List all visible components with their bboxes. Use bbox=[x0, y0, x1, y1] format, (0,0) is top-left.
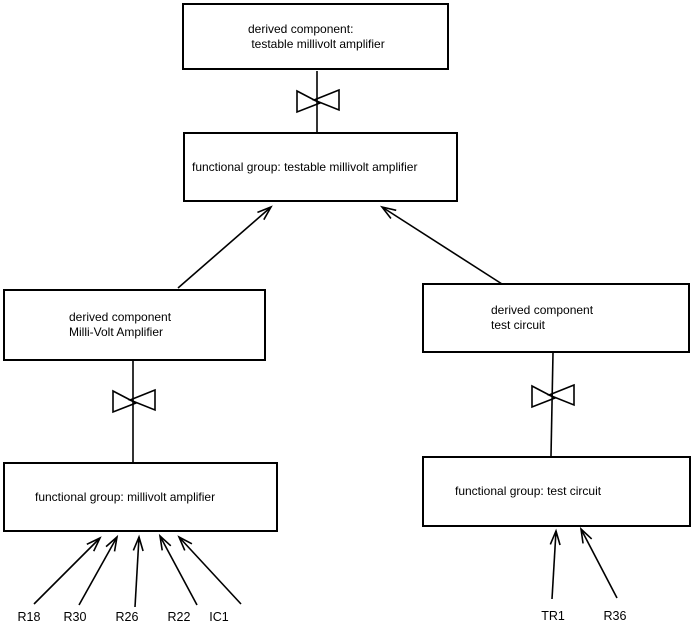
component-label-r18: R18 bbox=[17, 610, 41, 624]
arrow-r36 bbox=[579, 526, 618, 599]
box-text-line: functional group: testable millivolt amp… bbox=[192, 159, 418, 174]
box-text-line: derived component: bbox=[248, 21, 354, 36]
bowtie-icon-right bbox=[531, 383, 575, 409]
box-text-line: functional group: test circuit bbox=[455, 484, 602, 498]
component-label-r26: R26 bbox=[115, 610, 139, 624]
arrow-r22 bbox=[158, 533, 198, 606]
box-text-line: Milli-Volt Amplifier bbox=[69, 325, 164, 339]
component-label-r22: R22 bbox=[167, 610, 191, 624]
component-label-r36: R36 bbox=[603, 609, 627, 623]
arrow-tr1 bbox=[549, 528, 561, 600]
component-label-r30: R30 bbox=[63, 610, 87, 624]
box-derived-milli-volt-amplifier: derived component Milli-Volt Amplifier bbox=[3, 289, 266, 361]
connector-right-derived-to-right-functional bbox=[550, 352, 554, 457]
bowtie-icon-left bbox=[112, 388, 156, 414]
arrow-r30 bbox=[78, 534, 119, 606]
arrow-r18 bbox=[33, 536, 102, 605]
box-text-line: test circuit bbox=[491, 318, 546, 332]
arrow-ic1 bbox=[177, 535, 242, 605]
box-derived-test-circuit: derived component test circuit bbox=[422, 283, 690, 353]
box-text-line: derived component bbox=[69, 310, 172, 324]
arrow-r26 bbox=[132, 534, 144, 608]
arrow-right-derived-to-top-functional bbox=[379, 205, 503, 285]
box-text-line: functional group: millivolt amplifier bbox=[35, 489, 216, 504]
component-label-tr1: TR1 bbox=[541, 609, 565, 623]
box-functional-group-test-circuit: functional group: test circuit bbox=[422, 456, 691, 527]
bowtie-icon-top bbox=[296, 88, 340, 114]
arrow-left-derived-to-top-functional bbox=[177, 205, 273, 289]
box-text-line: testable millivolt amplifier bbox=[248, 36, 385, 51]
box-derived-testable-millivolt-amplifier: derived component: testable millivolt am… bbox=[182, 3, 449, 70]
component-label-ic1: IC1 bbox=[209, 610, 229, 624]
box-functional-group-millivolt-amplifier: functional group: millivolt amplifier bbox=[3, 462, 278, 532]
box-functional-group-testable-millivolt-amplifier: functional group: testable millivolt amp… bbox=[183, 132, 458, 202]
box-text-line: derived component bbox=[491, 303, 594, 317]
